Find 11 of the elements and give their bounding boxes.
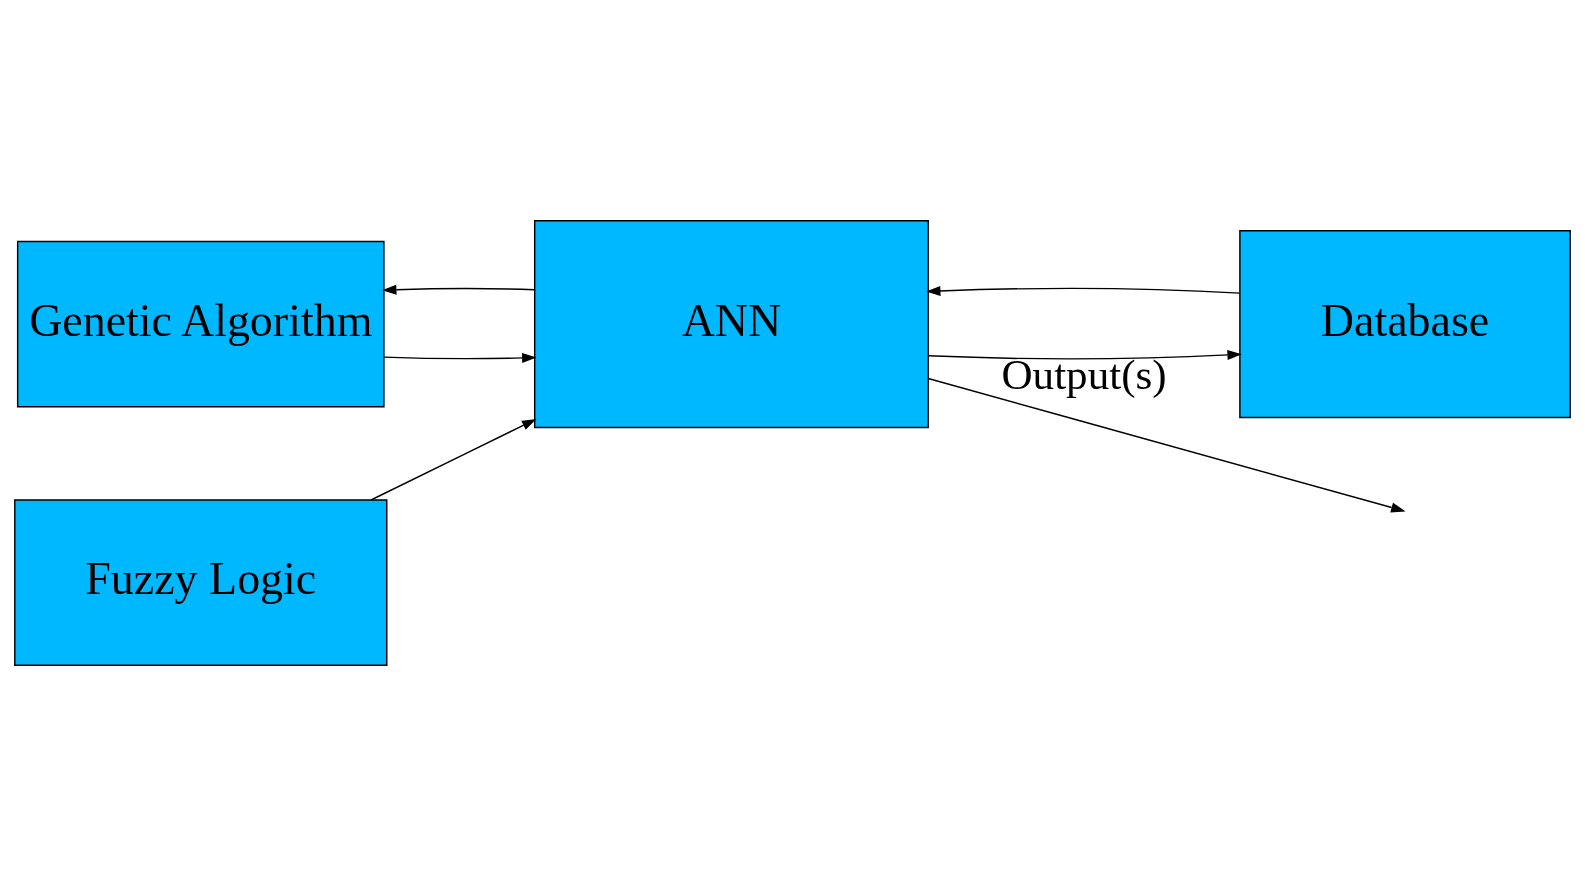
arrow <box>383 352 537 363</box>
edge-label: Output(s) <box>1001 350 1167 398</box>
node-box: Genetic Algorithm <box>16 240 385 408</box>
node-box: Database <box>1239 230 1571 419</box>
arrow <box>927 349 1242 360</box>
arrow <box>382 284 536 295</box>
arrow <box>927 377 1406 513</box>
arrow <box>370 419 537 501</box>
node-box: Fuzzy Logic <box>14 499 388 666</box>
node-box: ANN <box>534 220 929 429</box>
arrow <box>926 285 1241 297</box>
